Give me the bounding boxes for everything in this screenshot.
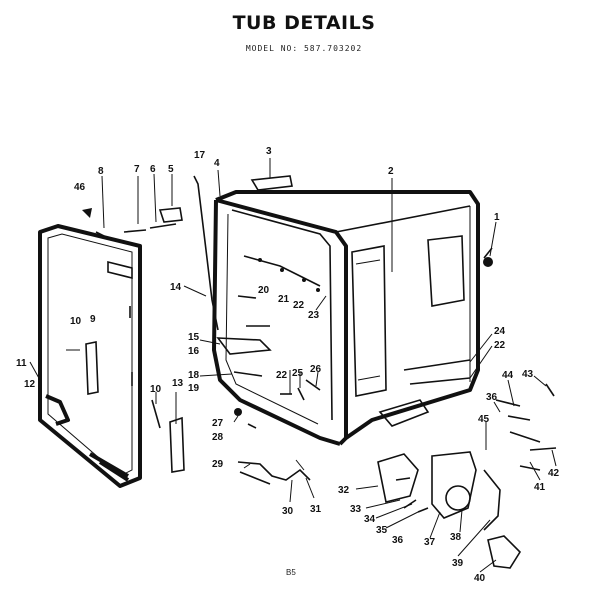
callout-36-lower: 36	[392, 535, 404, 546]
callout-14: 14	[170, 282, 182, 293]
callout-2: 2	[388, 166, 394, 177]
callout-34: 34	[364, 514, 376, 525]
callout-21: 21	[278, 294, 290, 305]
callout-35: 35	[376, 525, 388, 536]
callout-27: 27	[212, 418, 224, 429]
callout-26: 26	[310, 364, 322, 375]
small-parts	[82, 175, 557, 569]
page-title: TUB DETAILS	[232, 12, 376, 34]
callout-39: 39	[452, 558, 464, 569]
callout-22-center: 22	[276, 370, 288, 381]
callout-28: 28	[212, 432, 224, 443]
callout-5: 5	[168, 164, 174, 175]
page-code: B5	[286, 568, 296, 577]
callout-6: 6	[150, 164, 156, 175]
callout-46: 46	[74, 182, 86, 193]
callout-40: 40	[474, 573, 486, 584]
callout-4: 4	[214, 158, 220, 169]
callout-13: 13	[172, 378, 184, 389]
callout-25: 25	[292, 368, 304, 379]
callout-17: 17	[194, 150, 206, 161]
callout-42: 42	[548, 468, 560, 479]
callout-9: 9	[90, 314, 96, 325]
callout-11: 11	[16, 358, 27, 369]
callout-30: 30	[282, 506, 294, 517]
callout-24: 24	[494, 326, 506, 337]
callout-37: 37	[424, 537, 436, 548]
callout-32: 32	[338, 485, 350, 496]
model-number: MODEL NO: 587.703202	[245, 44, 363, 53]
callout-8: 8	[98, 166, 104, 177]
callout-36-upper: 36	[486, 392, 498, 403]
callout-22-upper: 22	[293, 300, 305, 311]
callout-43: 43	[522, 369, 534, 380]
callout-12: 12	[24, 379, 36, 390]
callout-20: 20	[258, 285, 270, 296]
callout-44: 44	[502, 370, 514, 381]
callout-41: 41	[534, 482, 546, 493]
callout-23: 23	[308, 310, 320, 321]
callout-10-lower: 10	[150, 384, 162, 395]
callout-31: 31	[310, 504, 322, 515]
callout-45: 45	[478, 414, 490, 425]
leader-lines	[29, 158, 557, 573]
callout-labels: 1 2 3 4 5 6 7 8 46 17 14 10 9 11 12 15 1…	[16, 146, 560, 584]
callout-38: 38	[450, 532, 462, 543]
tub-body	[212, 190, 480, 446]
callout-15: 15	[188, 332, 200, 343]
callout-1: 1	[494, 212, 500, 223]
callout-16: 16	[188, 346, 200, 357]
callout-18: 18	[188, 370, 200, 381]
callout-7: 7	[134, 164, 140, 175]
callout-22-right: 22	[494, 340, 506, 351]
callout-3: 3	[266, 146, 272, 157]
callout-29: 29	[212, 459, 224, 470]
callout-19: 19	[188, 383, 200, 394]
door-panel	[38, 224, 142, 488]
callout-33: 33	[350, 504, 362, 515]
callout-10-top: 10	[70, 316, 82, 327]
